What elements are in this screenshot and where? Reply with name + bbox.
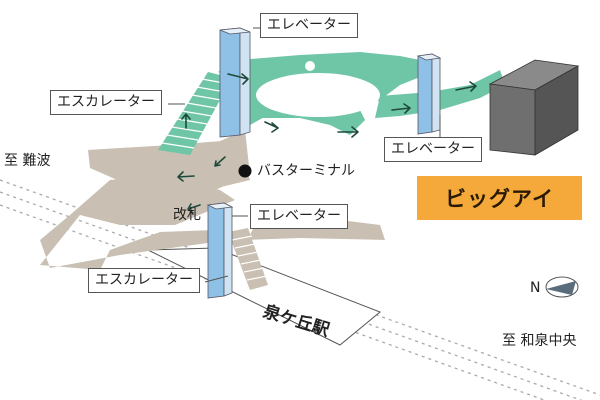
walkway-void xyxy=(256,73,380,117)
direction-east: 至 和泉中央 xyxy=(502,333,577,349)
bus-terminal-marker xyxy=(238,164,252,178)
building-big-i xyxy=(488,59,580,156)
concourse-walkway xyxy=(40,130,385,270)
elevator-label-top: エレベーター xyxy=(260,13,358,38)
elevator-shaft-center xyxy=(206,202,234,299)
elevator-shaft-right xyxy=(416,53,442,135)
building-label: ビッグアイ xyxy=(417,176,582,220)
direction-west: 至 難波 xyxy=(4,153,51,169)
escalator-label-left: エスカレーター xyxy=(50,90,162,115)
escalator-lower xyxy=(228,228,268,290)
walkway-arrows xyxy=(177,73,477,214)
compass-north-label: N xyxy=(530,280,541,296)
elevator-label-right: エレベーター xyxy=(384,137,482,162)
escalator-label-bottom: エスカレーター xyxy=(88,268,200,293)
compass-arrow-icon xyxy=(545,276,579,298)
station-platform xyxy=(147,247,381,346)
escalator-upper xyxy=(158,72,232,155)
bus-terminal-label: バスターミナル xyxy=(257,163,355,179)
elevator-label-center: エレベーター xyxy=(250,204,348,229)
ticket-gate-label: 改札 xyxy=(173,207,201,223)
ornament-dot xyxy=(305,61,315,71)
